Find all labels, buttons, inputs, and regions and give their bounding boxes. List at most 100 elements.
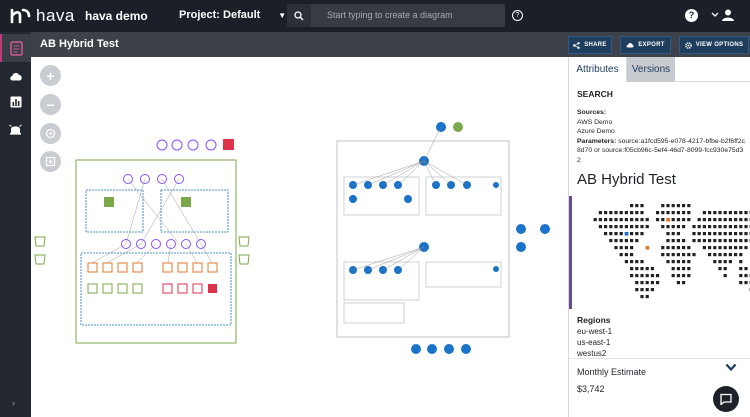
map-dot bbox=[739, 281, 743, 285]
logo-text: hava bbox=[36, 6, 75, 25]
map-dot bbox=[697, 218, 701, 222]
map-dot bbox=[624, 218, 628, 222]
map-dot bbox=[650, 274, 654, 278]
map-dot bbox=[708, 232, 712, 236]
map-dot bbox=[619, 218, 623, 222]
map-dot bbox=[598, 211, 602, 215]
diagram-canvas[interactable]: + − bbox=[31, 57, 568, 417]
map-dot bbox=[630, 274, 634, 278]
map-dot bbox=[624, 253, 628, 257]
map-dot bbox=[702, 225, 706, 229]
cloud-icon bbox=[9, 73, 22, 81]
region-marker bbox=[666, 218, 670, 222]
map-dot bbox=[635, 274, 639, 278]
project-selector[interactable]: Project: Default ▼ bbox=[179, 9, 286, 21]
map-dot bbox=[682, 218, 686, 222]
zoom-in-button[interactable]: + bbox=[40, 65, 61, 86]
divider bbox=[569, 358, 750, 359]
sidebar-item-sources[interactable] bbox=[0, 62, 31, 90]
sources-label: Sources: bbox=[577, 109, 607, 116]
map-dot bbox=[619, 225, 623, 229]
map-dot bbox=[744, 281, 748, 285]
map-dot bbox=[650, 288, 654, 292]
sidebar-item-reports[interactable] bbox=[0, 88, 31, 116]
fit-view-button[interactable] bbox=[40, 151, 61, 172]
azure-vnet-boundary bbox=[336, 140, 510, 338]
database-row bbox=[87, 283, 217, 294]
workspace-name[interactable]: hava demo bbox=[85, 9, 148, 23]
chat-button[interactable] bbox=[713, 386, 739, 412]
share-button[interactable]: SHARE bbox=[568, 36, 612, 54]
map-dot bbox=[645, 267, 649, 271]
reset-view-button[interactable] bbox=[40, 123, 61, 144]
map-dot bbox=[593, 218, 597, 222]
map-dot bbox=[661, 204, 665, 208]
map-dot bbox=[702, 239, 706, 243]
map-dot bbox=[619, 232, 623, 236]
environment-name: AB Hybrid Test bbox=[577, 171, 676, 188]
map-dot bbox=[635, 225, 639, 229]
monthly-estimate-value: $3,742 bbox=[577, 384, 605, 394]
map-dot bbox=[630, 204, 634, 208]
sidebar-item-alerts[interactable] bbox=[0, 115, 31, 143]
export-button[interactable]: EXPORT bbox=[620, 36, 671, 54]
map-dot bbox=[614, 211, 618, 215]
chart-icon bbox=[10, 96, 21, 108]
map-dot bbox=[635, 267, 639, 271]
map-dot bbox=[640, 288, 644, 292]
map-dot bbox=[656, 274, 660, 278]
map-dot bbox=[630, 218, 634, 222]
map-dot bbox=[718, 260, 722, 264]
map-dot bbox=[718, 218, 722, 222]
map-dot bbox=[723, 246, 727, 250]
zoom-out-button[interactable]: − bbox=[40, 94, 61, 115]
map-dot bbox=[723, 232, 727, 236]
search-input[interactable]: Start typing to create a diagram bbox=[327, 10, 453, 20]
map-dot bbox=[619, 253, 623, 257]
map-dot bbox=[609, 218, 613, 222]
source-item: Azure Demo bbox=[577, 128, 615, 135]
attributes-content: SEARCH Sources: AWS Demo Azure Demo Para… bbox=[577, 89, 747, 165]
map-dot bbox=[734, 218, 738, 222]
sidebar-item-diagrams[interactable] bbox=[0, 34, 31, 62]
help-icon[interactable]: ? bbox=[685, 9, 698, 22]
subnet-right bbox=[160, 189, 229, 233]
parameters-value: source:a1fcd595-e078-4217-bfbe-b2f6ff2c8… bbox=[577, 137, 746, 164]
search-heading: SEARCH bbox=[577, 89, 613, 99]
diagram-search[interactable]: Start typing to create a diagram bbox=[287, 4, 505, 27]
map-dot bbox=[656, 218, 660, 222]
map-dot bbox=[676, 274, 680, 278]
tab-versions[interactable]: Versions bbox=[627, 57, 675, 82]
chevron-down-icon[interactable] bbox=[725, 363, 737, 372]
map-dot bbox=[687, 218, 691, 222]
view-options-button[interactable]: VIEW OPTIONS bbox=[679, 36, 749, 54]
map-dot bbox=[739, 274, 743, 278]
map-dot bbox=[697, 239, 701, 243]
map-dot bbox=[713, 211, 717, 215]
hava-logo[interactable]: hava bbox=[10, 6, 75, 26]
user-menu[interactable] bbox=[711, 8, 735, 22]
search-help-icon[interactable]: ? bbox=[512, 10, 523, 21]
map-dot bbox=[687, 253, 691, 257]
regions-heading: Regions bbox=[577, 315, 611, 325]
map-dot bbox=[687, 204, 691, 208]
map-dot bbox=[676, 232, 680, 236]
map-dot bbox=[718, 267, 722, 271]
sidebar-expand-icon[interactable]: › bbox=[12, 398, 15, 408]
map-dot bbox=[713, 246, 717, 250]
map-dot bbox=[635, 239, 639, 243]
region-marker bbox=[624, 232, 629, 236]
subnet-left bbox=[85, 189, 144, 233]
search-icon[interactable] bbox=[287, 4, 311, 27]
tab-attributes[interactable]: Attributes bbox=[569, 57, 627, 82]
map-dot bbox=[718, 246, 722, 250]
map-dot bbox=[640, 225, 644, 229]
details-panel: Attributes Versions SEARCH Sources: AWS … bbox=[568, 57, 750, 417]
map-dot bbox=[635, 211, 639, 215]
map-dot bbox=[666, 239, 670, 243]
map-dot bbox=[723, 253, 727, 257]
map-dot bbox=[734, 225, 738, 229]
map-dot bbox=[728, 260, 732, 264]
map-dot bbox=[614, 225, 618, 229]
panel-tabs: Attributes Versions bbox=[569, 57, 750, 82]
